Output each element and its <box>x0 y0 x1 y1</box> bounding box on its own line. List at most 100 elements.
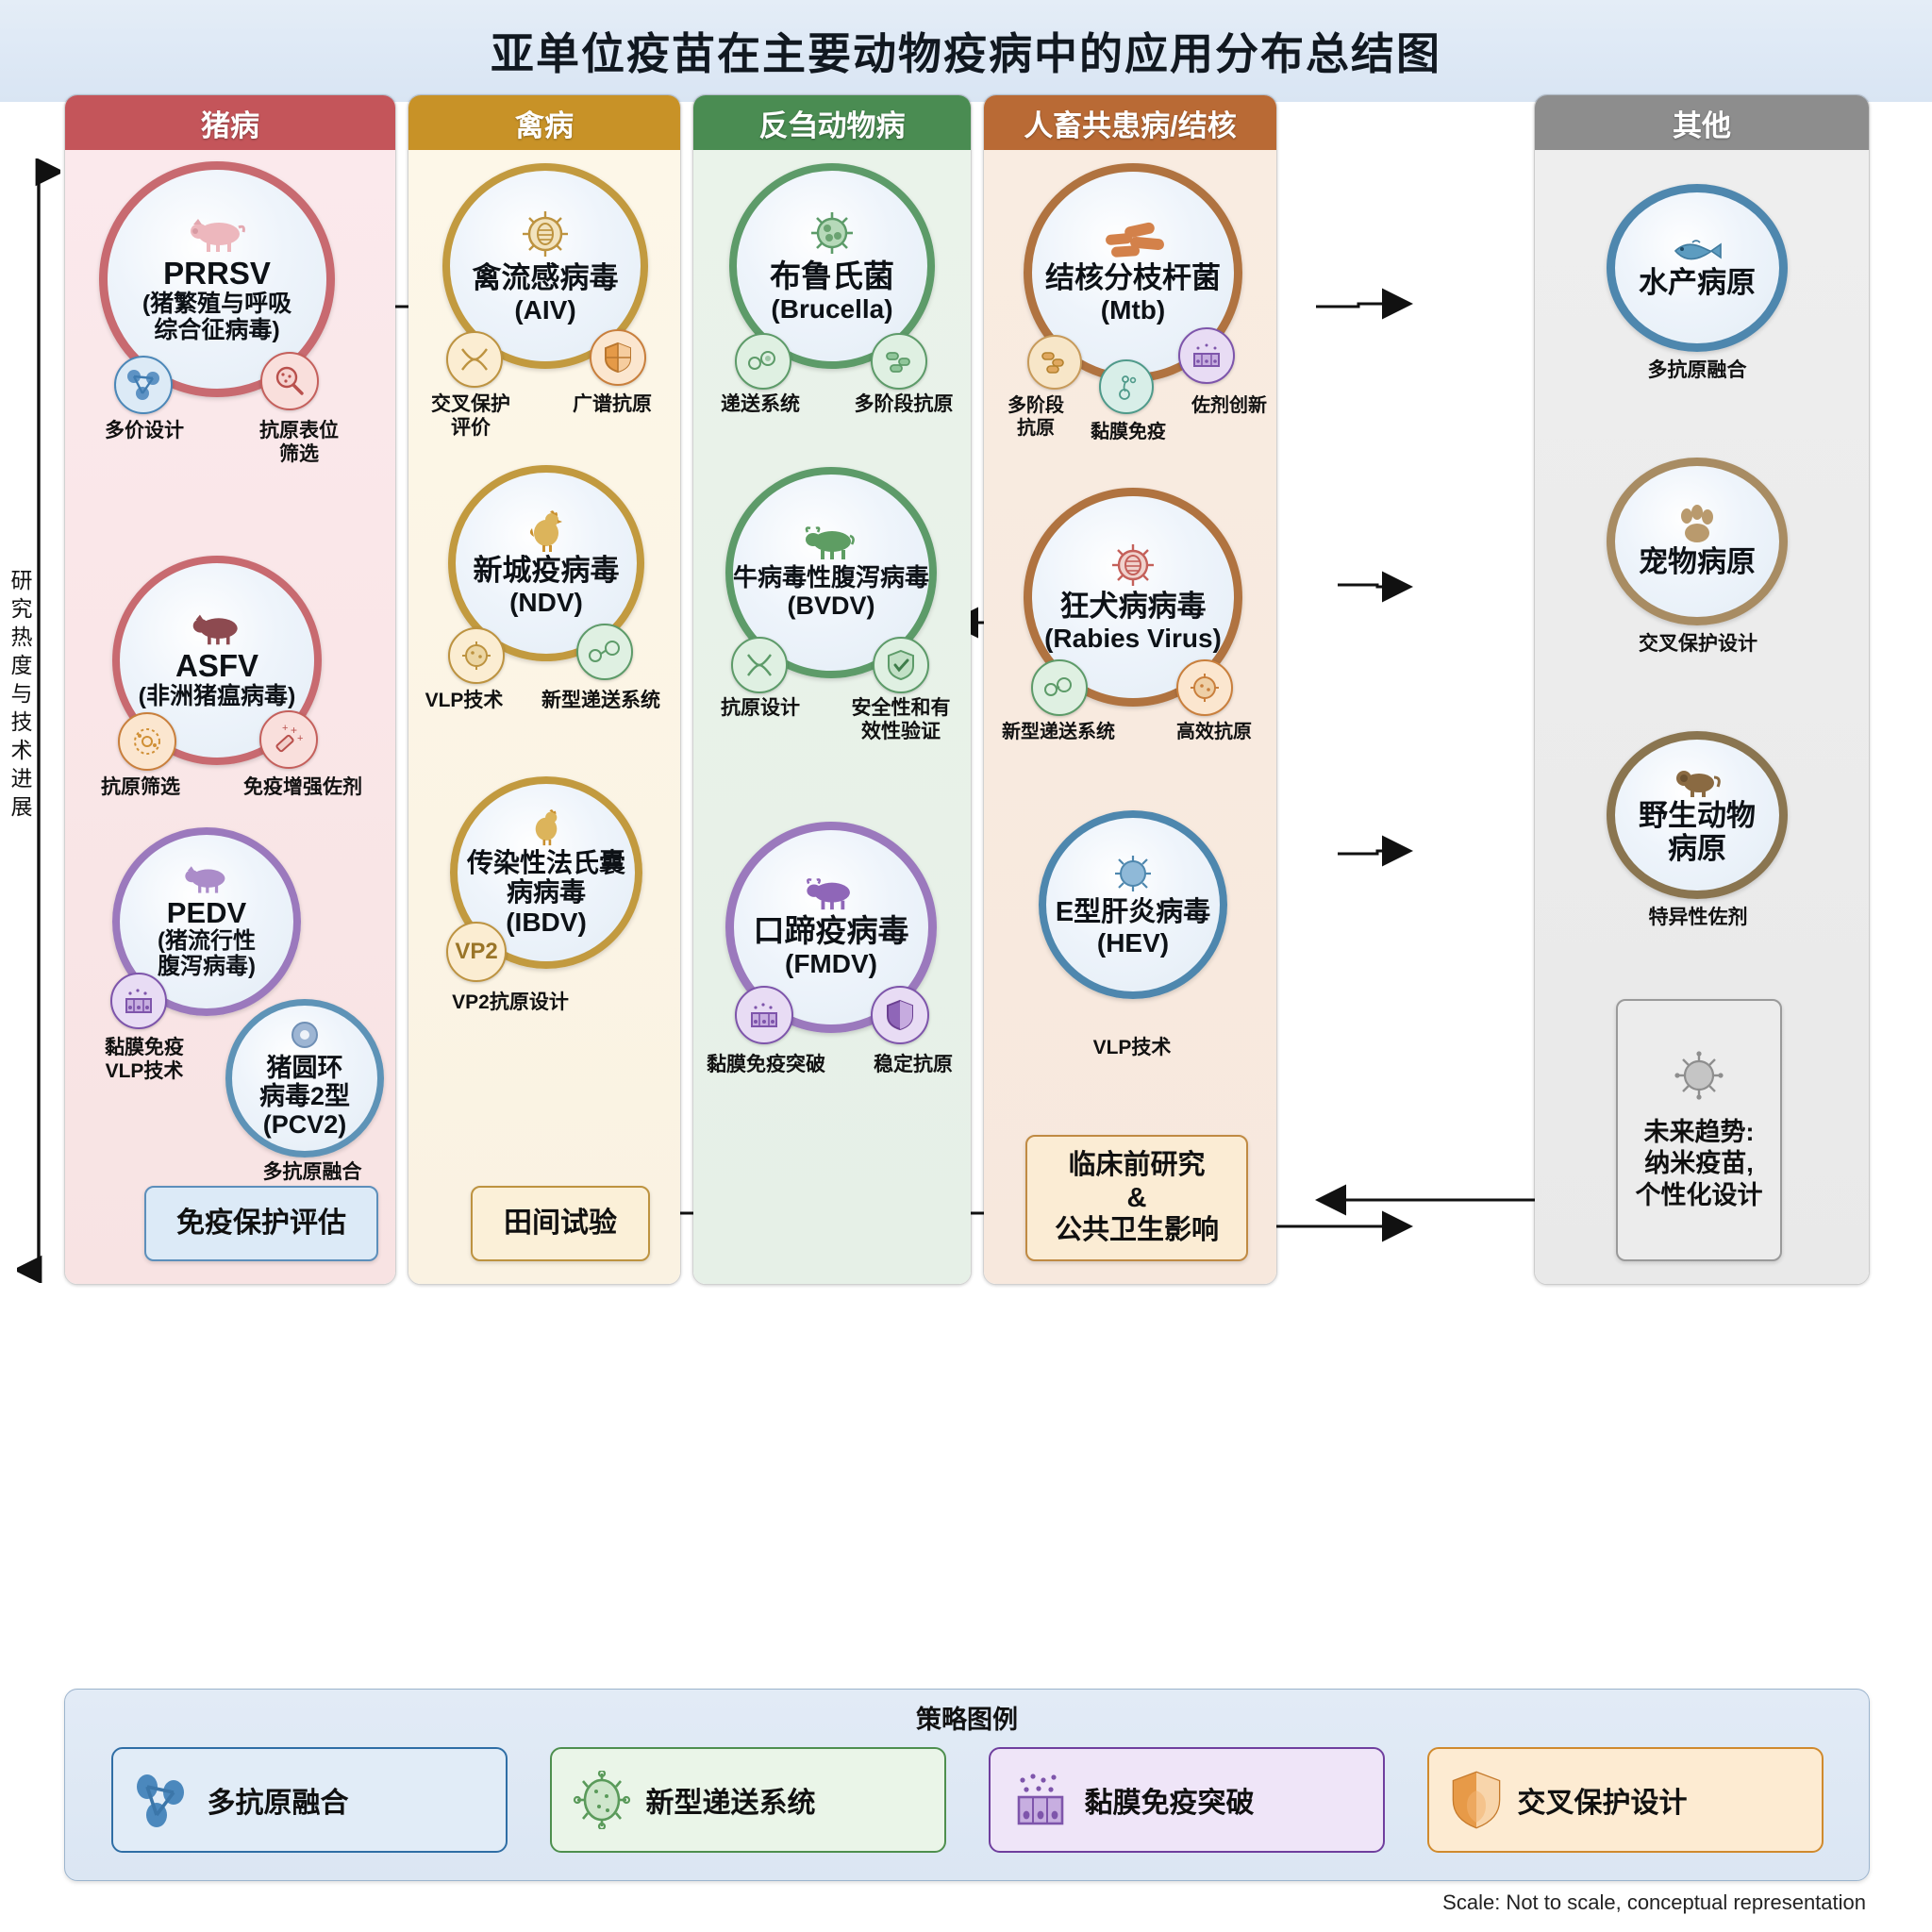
legend-label: 黏膜免疫突破 <box>1084 1788 1255 1819</box>
bacteria-round-icon <box>808 208 857 258</box>
molecule-icon <box>134 1772 192 1828</box>
node-sub: (猪繁殖与呼吸 <box>142 291 292 318</box>
node-label: PRRSV <box>163 255 271 291</box>
caption-new-delivery-rabies: 新型递送系统 <box>1002 722 1115 742</box>
column-body-ruminant: 布鲁氏菌 (Brucella) 递送系统 多阶段抗原 牛病毒性腹泻病毒 (BVD… <box>693 150 971 1284</box>
multistage2-icon-chip[interactable] <box>1027 335 1082 390</box>
legend-item-mucosal[interactable]: 黏膜免疫突破 <box>988 1747 1385 1853</box>
node-sub: (NDV) <box>509 587 583 617</box>
paw-icon <box>1675 504 1719 544</box>
cow-purple-icon <box>805 876 858 912</box>
caption-kangyuan-shaixuan: 抗原筛选 <box>101 776 180 798</box>
monkey-icon <box>1674 764 1721 798</box>
caption-adjuvant-innovation: 佐剂创新 <box>1191 395 1267 416</box>
shield-icon-chip[interactable] <box>590 329 646 386</box>
fish-icon <box>1670 237 1724 265</box>
svg-text:+: + <box>291 724 297 737</box>
endbox-future-trends[interactable]: 未来趋势: 纳米疫苗, 个性化设计 <box>1616 999 1782 1261</box>
antigen-eff-icon-chip[interactable] <box>1176 659 1233 716</box>
node-label: ASFV <box>175 647 258 683</box>
legend-item-crossprotection[interactable]: 交叉保护设计 <box>1426 1747 1824 1853</box>
vlp-icon-chip[interactable] <box>448 627 505 684</box>
antigen-icon-chip[interactable] <box>118 712 176 771</box>
vp2-label-chip[interactable]: VP2 <box>446 922 507 982</box>
node-sub2: (PCV2) <box>262 1110 347 1140</box>
node-sub: (Mtb) <box>1100 294 1166 325</box>
column-header-other: 其他 <box>1535 95 1869 150</box>
column-body-other: 水产病原 多抗原融合 宠物病原 交叉保护设计 野生动物 病原 特异性佐剂 <box>1535 150 1869 1284</box>
crossprotect-icon-chip[interactable] <box>446 331 503 388</box>
rabies-icon <box>1109 541 1157 589</box>
caption-specific-adjuvant: 特异性佐剂 <box>1648 907 1748 928</box>
delivery3-icon-chip[interactable] <box>1031 659 1088 716</box>
node-hev[interactable]: E型肝炎病毒 (HEV) <box>1039 810 1227 999</box>
legend-label: 新型递送系统 <box>645 1788 816 1819</box>
molecule-icon-chip[interactable] <box>114 356 173 414</box>
node-pcv2[interactable]: 猪圆环 病毒2型 (PCV2) <box>225 999 384 1158</box>
legend-items: 多抗原融合 新型递送系统 黏膜免疫突破 交叉保护设计 <box>65 1736 1869 1853</box>
endbox-immune-protection[interactable]: 免疫保护评估 <box>144 1186 378 1261</box>
legend-label: 交叉保护设计 <box>1517 1788 1688 1819</box>
caption-new-delivery: 新型递送系统 <box>541 690 660 711</box>
node-aquatic[interactable]: 水产病原 <box>1607 184 1788 352</box>
syringe-icon-chip[interactable]: +++ <box>259 710 318 769</box>
endbox-field-trial[interactable]: 田间试验 <box>471 1186 650 1261</box>
multistage-icon-chip[interactable] <box>871 333 927 390</box>
check-shield-icon-chip[interactable] <box>873 637 929 693</box>
circovirus-icon <box>288 1018 322 1052</box>
column-zoonotic: 人畜共患病/结核 结核分枝杆菌 (Mtb) 多阶段 抗原 黏膜免疫 佐剂创新 狂… <box>983 94 1277 1285</box>
node-label: 新城疫病毒 <box>473 553 620 587</box>
caption-cross-protection: 交叉保护 评价 <box>431 393 510 439</box>
y-axis-label: 研究热度与技术进展 <box>10 568 33 819</box>
pig-icon <box>188 215 246 255</box>
chicken2-icon <box>528 808 564 846</box>
column-body-swine: PRRSV (猪繁殖与呼吸 综合征病毒) 多价设计 抗原表位 筛选 ASFV (… <box>65 150 395 1284</box>
column-header-poultry: 禽病 <box>408 95 680 150</box>
caption-mucosal-vlp: 黏膜免疫 VLP技术 <box>105 1037 184 1082</box>
node-label: PEDV <box>166 895 247 929</box>
node-sub: 病毒2型 <box>258 1081 351 1110</box>
node-sub: (猪流行性 <box>158 928 256 955</box>
delivery2-icon-chip[interactable] <box>735 333 791 390</box>
adjuvant-icon-chip[interactable] <box>1178 327 1235 384</box>
title-banner: 亚单位疫苗在主要动物疫病中的应用分布总结图 <box>0 0 1932 102</box>
node-sub: 病原 <box>1668 832 1726 865</box>
caption-multistage-antigen-tb: 多阶段 抗原 <box>1008 395 1064 439</box>
pig-purple-icon <box>182 863 231 895</box>
y-axis-arrow <box>17 158 60 1283</box>
caption-antigen-design: 抗原设计 <box>721 697 800 719</box>
node-label: E型肝炎病毒 <box>1055 897 1211 928</box>
mucosa2-icon-chip[interactable] <box>735 986 793 1044</box>
influenza-icon <box>519 208 572 260</box>
delivery-icon-chip[interactable] <box>576 624 633 680</box>
column-header-swine: 猪病 <box>65 95 395 150</box>
magnifier-icon-chip[interactable] <box>260 352 319 410</box>
node-wildlife[interactable]: 野生动物 病原 <box>1607 731 1788 899</box>
node-pet[interactable]: 宠物病原 <box>1607 458 1788 625</box>
shield-purple-icon-chip[interactable] <box>871 986 929 1044</box>
mycobacteria-icon <box>1096 221 1170 260</box>
caption-high-efficiency-antigen: 高效抗原 <box>1176 722 1252 742</box>
caption-multiantigen-fusion: 多抗原融合 <box>262 1161 362 1183</box>
column-body-zoonotic: 结核分枝杆菌 (Mtb) 多阶段 抗原 黏膜免疫 佐剂创新 狂犬病病毒 (Rab… <box>984 150 1276 1284</box>
caption-kangyuan-biaowei: 抗原表位 筛选 <box>259 420 339 465</box>
legend-item-multiantigen[interactable]: 多抗原融合 <box>110 1747 508 1853</box>
endbox-preclinical-public-health[interactable]: 临床前研究 & 公共卫生影响 <box>1025 1135 1248 1261</box>
caption-delivery-system: 递送系统 <box>721 393 800 415</box>
chicken-icon <box>526 509 566 553</box>
scale-note: Scale: Not to scale, conceptual represen… <box>1442 1890 1866 1914</box>
caption-duojia: 多价设计 <box>105 420 184 441</box>
node-sub2: 腹泻病毒) <box>158 954 256 980</box>
node-label: 宠物病原 <box>1639 544 1756 578</box>
cow-icon <box>804 525 858 562</box>
legend-item-delivery[interactable]: 新型递送系统 <box>549 1747 946 1853</box>
node-label: 水产病原 <box>1639 265 1756 299</box>
legend-title: 策略图例 <box>916 1706 1018 1734</box>
column-other: 其他 水产病原 多抗原融合 宠物病原 交叉保护设计 野生动物 <box>1281 94 1870 1285</box>
page-title: 亚单位疫苗在主要动物疫病中的应用分布总结图 <box>491 29 1441 78</box>
node-label: 布鲁氏菌 <box>770 258 894 293</box>
mucosal-icon-chip[interactable] <box>1099 359 1154 414</box>
antigen-design-icon-chip[interactable] <box>731 637 788 693</box>
legend-label: 多抗原融合 <box>207 1788 349 1819</box>
mucosa-icon-chip[interactable] <box>110 973 167 1029</box>
